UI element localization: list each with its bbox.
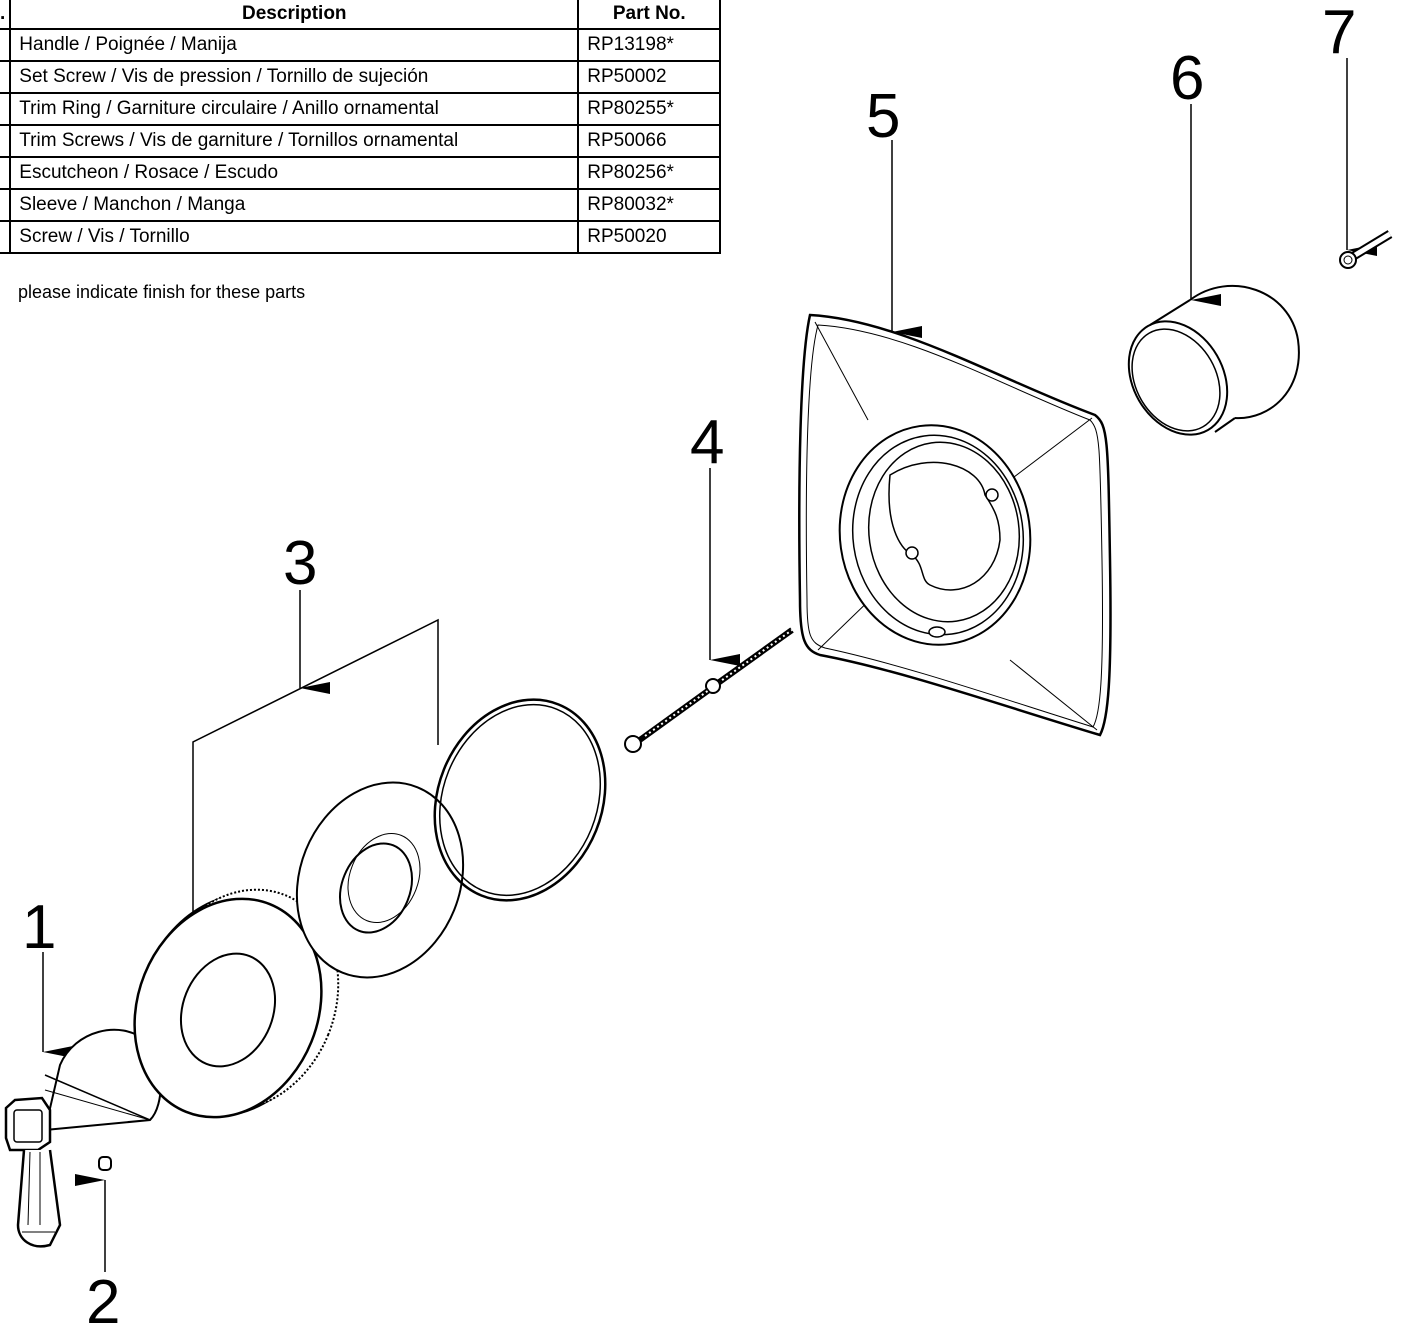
table-row: Screw / Vis / Tornillo RP50020 xyxy=(0,220,722,254)
header-part-no: Part No. xyxy=(577,0,722,30)
row-description: Trim Ring / Garniture circulaire / Anill… xyxy=(9,92,580,126)
row-number-cell xyxy=(0,220,12,254)
row-part-number: RP50066 xyxy=(577,124,722,158)
screw-part xyxy=(1339,230,1393,269)
row-number-cell xyxy=(0,156,12,190)
row-part-number: RP80032* xyxy=(577,188,722,222)
trim-screw-part xyxy=(624,627,794,753)
table-row: Trim Ring / Garniture circulaire / Anill… xyxy=(0,92,722,126)
row-description: Handle / Poignée / Manija xyxy=(9,28,580,62)
table-row: Trim Screws / Vis de garniture / Tornill… xyxy=(0,124,722,158)
row-part-number: RP80255* xyxy=(577,92,722,126)
row-part-number: RP13198* xyxy=(577,28,722,62)
table-header-row: . Description Part No. xyxy=(0,0,722,30)
parts-table: . Description Part No. Handle / Poignée … xyxy=(0,0,722,254)
trim-ring-part xyxy=(133,888,340,1119)
callout-3: 3 xyxy=(283,529,317,598)
gasket-part xyxy=(295,781,465,979)
finish-note: please indicate finish for these parts xyxy=(18,282,306,302)
callout-6: 6 xyxy=(1170,44,1204,113)
table-row: Sleeve / Manchon / Manga RP80032* xyxy=(0,188,722,222)
header-no: . xyxy=(0,0,12,30)
callout-1: 1 xyxy=(22,893,56,962)
row-number-cell xyxy=(0,28,12,62)
row-description: Set Screw / Vis de pression / Tornillo d… xyxy=(9,60,580,94)
handle-part xyxy=(4,1028,162,1248)
row-description: Sleeve / Manchon / Manga xyxy=(9,188,580,222)
row-number-cell xyxy=(0,124,12,158)
row-number-cell xyxy=(0,188,12,222)
row-part-number: RP50020 xyxy=(577,220,722,254)
row-part-number: RP80256* xyxy=(577,156,722,190)
sleeve-part xyxy=(1127,284,1300,436)
callout-4: 4 xyxy=(690,408,724,477)
row-number-cell xyxy=(0,60,12,94)
set-screw-part xyxy=(98,1156,112,1171)
row-description: Screw / Vis / Tornillo xyxy=(9,220,580,254)
bracket-line-3 xyxy=(192,618,439,915)
callout-2: 2 xyxy=(86,1268,120,1328)
callout-7: 7 xyxy=(1322,0,1356,67)
escutcheon-part xyxy=(798,313,1112,737)
row-part-number: RP50002 xyxy=(577,60,722,94)
row-description: Trim Screws / Vis de garniture / Tornill… xyxy=(9,124,580,158)
header-description: Description xyxy=(9,0,580,30)
o-ring-part xyxy=(433,698,607,902)
table-row: Handle / Poignée / Manija RP13198* xyxy=(0,28,722,62)
row-number-cell xyxy=(0,92,12,126)
table-row: Escutcheon / Rosace / Escudo RP80256* xyxy=(0,156,722,190)
callout-5: 5 xyxy=(866,82,900,151)
table-row: Set Screw / Vis de pression / Tornillo d… xyxy=(0,60,722,94)
row-description: Escutcheon / Rosace / Escudo xyxy=(9,156,580,190)
